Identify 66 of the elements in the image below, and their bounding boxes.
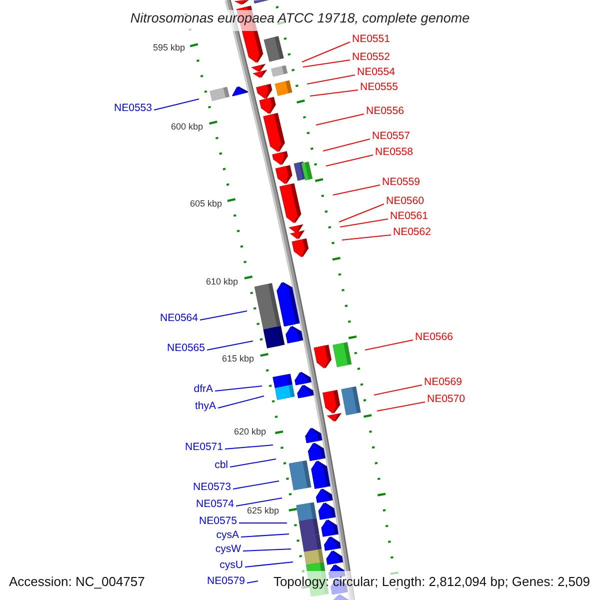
leader-line — [374, 384, 422, 396]
leader-line — [364, 340, 414, 350]
gene-label: dfrA — [194, 384, 213, 396]
leader-line — [240, 534, 290, 538]
gene-label: NE0569 — [424, 377, 462, 389]
gene-label: NE0559 — [382, 177, 420, 189]
leader-line — [376, 402, 426, 412]
gene-label: cysA — [216, 530, 239, 542]
gene-label: NE0570 — [427, 394, 465, 406]
gene-label: NE0551 — [352, 34, 390, 46]
leader-line — [230, 458, 276, 468]
gene-label: NE0571 — [185, 442, 223, 454]
leader-line — [306, 74, 356, 84]
gene-label: cbl — [214, 460, 228, 472]
gene-label: NE0565 — [167, 343, 205, 355]
leader-line — [340, 218, 388, 228]
gene-label: NE0561 — [390, 211, 428, 223]
position-label: 625 kbp — [246, 506, 279, 516]
leader-line — [322, 138, 370, 152]
leader-line — [244, 562, 294, 568]
leader-line — [242, 548, 292, 552]
position-label: 600 kbp — [170, 122, 203, 132]
leader-line — [246, 580, 258, 584]
gene-label: NE0555 — [360, 82, 398, 94]
leader-line — [302, 60, 350, 68]
gene-label: NE0573 — [193, 482, 231, 494]
accession-text: Accession: NC_004757 — [9, 574, 145, 590]
position-label: 610 kbp — [206, 278, 238, 286]
leader-line — [316, 114, 364, 126]
leader-line — [236, 498, 282, 506]
gene-label: NE0560 — [386, 196, 424, 208]
gene-label: NE0557 — [372, 131, 410, 143]
gene-label: NE0558 — [375, 147, 413, 159]
gene-label: NE0579 — [207, 576, 245, 588]
gene-label: NE0552 — [352, 52, 390, 64]
gene-label: NE0556 — [366, 106, 404, 118]
leader-line — [200, 310, 248, 320]
leader-line — [238, 522, 288, 524]
gene-label: NE0553 — [114, 103, 152, 115]
leader-line — [232, 480, 280, 490]
leader-line — [224, 444, 274, 450]
leader-line — [302, 42, 350, 62]
genome-stats-text: Topology: circular; Length: 2,812,094 bp; Genes: 2,509 — [273, 574, 590, 590]
position-label: 595 kbp — [152, 44, 185, 52]
leader-line — [214, 386, 262, 392]
gene-label: NE0574 — [196, 499, 234, 511]
leader-line — [310, 90, 358, 96]
position-label: 615 kbp — [222, 354, 254, 364]
leader-line — [338, 204, 384, 222]
position-label: 605 kbp — [190, 200, 222, 208]
gene-label: NE0554 — [357, 67, 395, 79]
leader-line — [154, 98, 200, 110]
leader-line — [326, 154, 374, 166]
gene-label: NE0564 — [160, 313, 198, 325]
leader-line — [342, 234, 392, 240]
gene-label: thyA — [194, 401, 216, 413]
position-label: 620 kbp — [234, 428, 266, 436]
leader-line — [332, 184, 380, 196]
gene-label: NE0575 — [199, 516, 237, 528]
leader-line — [218, 396, 264, 408]
gene-label: NE0566 — [415, 332, 453, 344]
gene-label: cysW — [215, 544, 241, 556]
map-title: Nitrosomonas europaea ATCC 19718, complete genome — [130, 12, 470, 26]
gene-label: cysU — [220, 560, 243, 572]
gene-label: NE0562 — [393, 227, 431, 239]
leader-line — [206, 340, 254, 350]
